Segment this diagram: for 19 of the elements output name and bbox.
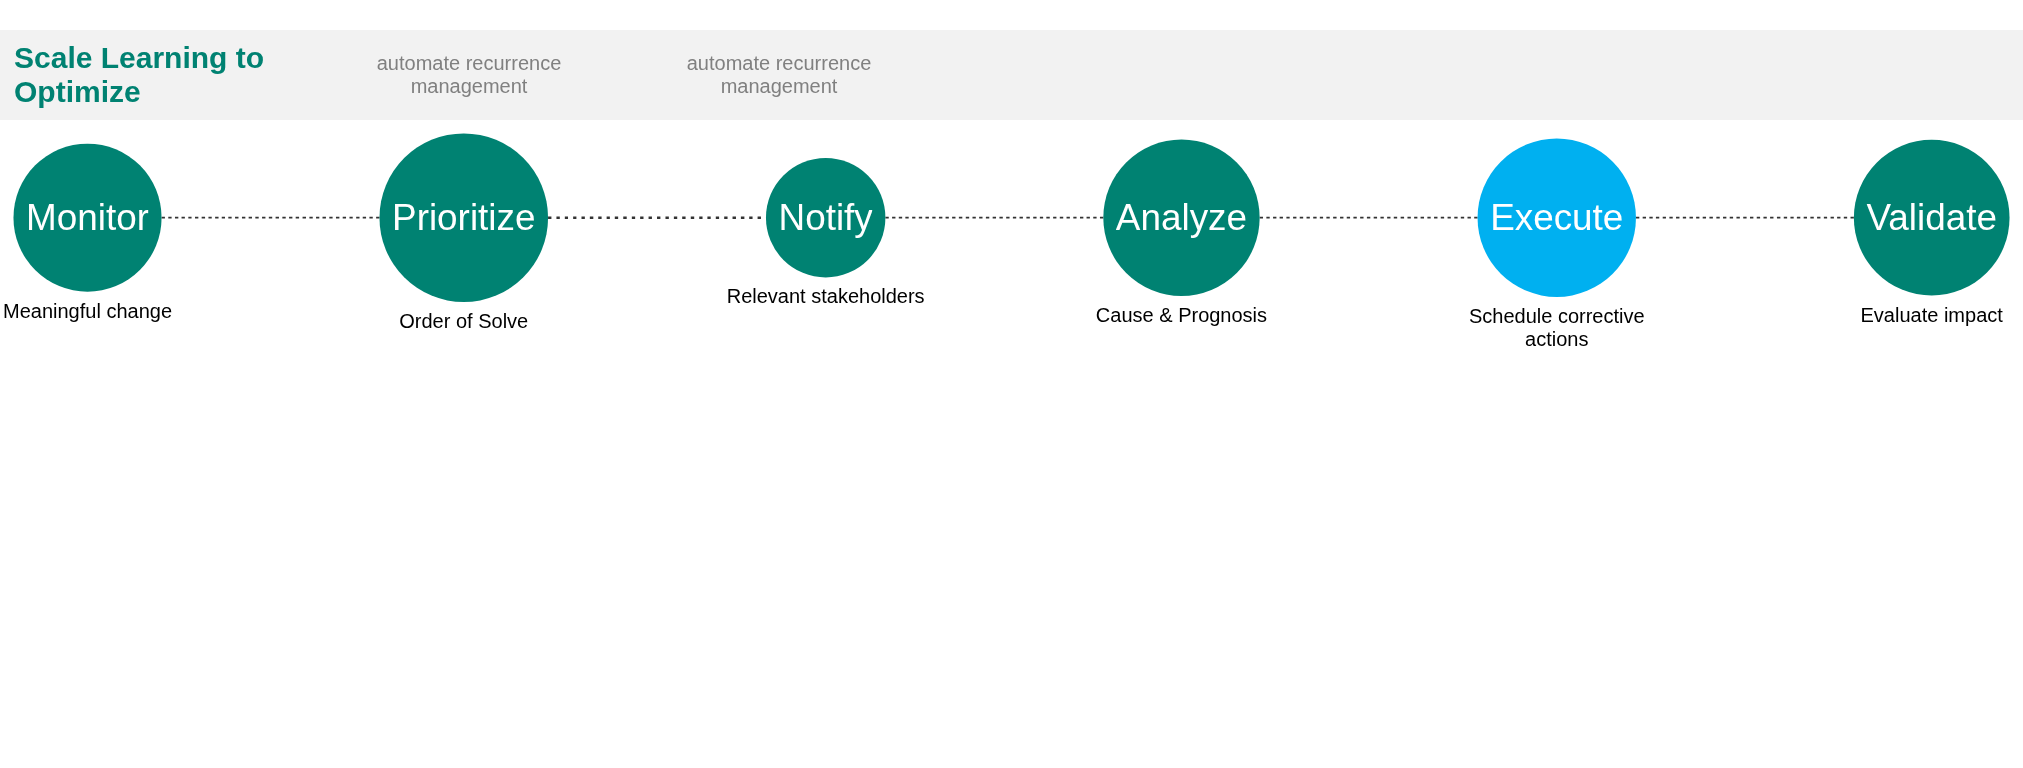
step-caption: Meaningful change <box>2 299 174 323</box>
node-circle: Monitor <box>13 143 162 292</box>
node-circle: Execute <box>1477 138 1636 297</box>
node-circle: Notify <box>765 158 886 278</box>
band-label: automate recurrence management <box>685 52 873 98</box>
node-circle: Prioritize <box>379 133 549 302</box>
connector <box>1635 216 1855 219</box>
step-caption: Cause & Prognosis <box>1094 303 1269 327</box>
connector <box>160 216 381 219</box>
band-label: automate recurrence management <box>375 52 563 98</box>
connector <box>1258 216 1479 219</box>
step-caption: Schedule corrective actions <box>1467 304 1646 351</box>
connector <box>884 216 1105 219</box>
step-caption: Relevant stakeholders <box>725 285 926 309</box>
step-caption: Order of Solve <box>398 310 530 333</box>
node-circle: Validate <box>1853 139 2010 296</box>
step-caption: Evaluate impact <box>1859 303 2004 327</box>
node-circle: Analyze <box>1103 139 1260 296</box>
band-heading: Scale Learning to Optimize <box>14 41 266 109</box>
